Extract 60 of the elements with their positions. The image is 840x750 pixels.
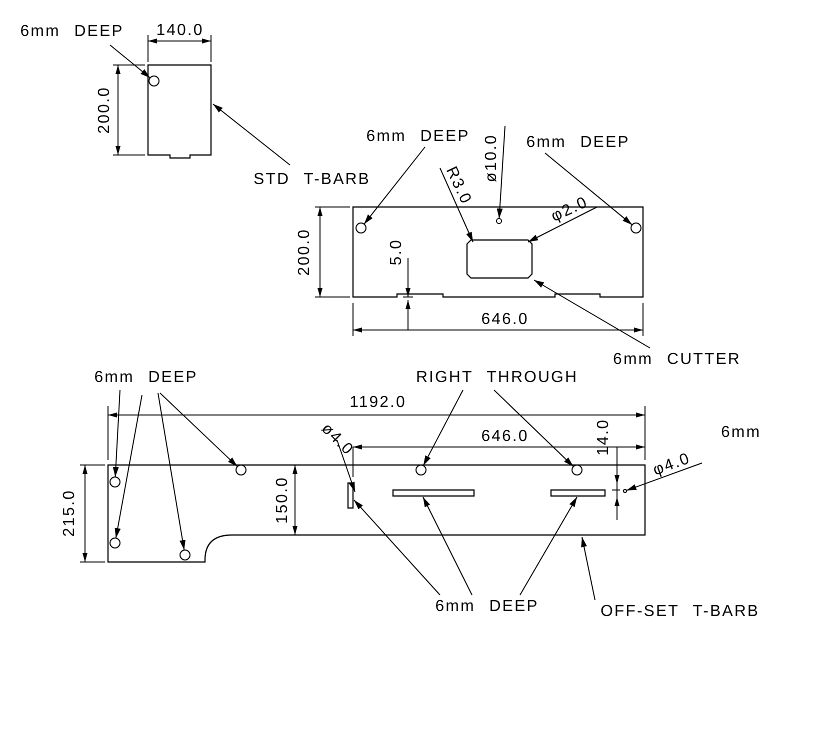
- callout-text: 6mm DEEP: [435, 599, 539, 615]
- dimension-label: 140.0: [156, 23, 204, 39]
- dimension-label: 646.0: [481, 312, 529, 328]
- leader-line: [496, 126, 506, 219]
- dimension-label: 200.0: [297, 228, 313, 276]
- callout-text: ø10.0: [484, 134, 500, 182]
- callout-text: R3.0: [442, 164, 474, 208]
- dimension-label: 5.0: [389, 238, 405, 266]
- leader-line: [110, 44, 151, 78]
- leader-line: [160, 392, 238, 468]
- leader-line: [626, 462, 702, 491]
- callout-text: RIGHT THROUGH: [416, 370, 578, 386]
- callout-text: 6mm CUTTER: [613, 352, 741, 368]
- leader-line: [112, 390, 120, 478]
- callout-text: 6mm DEEP: [526, 135, 630, 151]
- hole: [356, 222, 366, 234]
- pin-hole: [623, 489, 627, 493]
- part-outline: [147, 64, 212, 159]
- hole: [148, 76, 160, 86]
- dimension-label: 215.0: [62, 489, 78, 537]
- dimension-label: 6mm: [720, 425, 762, 441]
- leader-line: [494, 390, 574, 468]
- leader-line: [354, 500, 440, 596]
- hole: [180, 550, 190, 560]
- leader-line: [336, 440, 356, 492]
- leader-line: [534, 280, 650, 348]
- callout-text: φ4.0: [651, 450, 693, 480]
- slot: [550, 489, 606, 497]
- dimension-label: 150.0: [275, 476, 291, 524]
- leader-line: [528, 206, 598, 242]
- leader-line: [520, 496, 578, 596]
- pin-hole: [496, 218, 502, 224]
- dimension-label: 14.0: [596, 418, 612, 456]
- leader-line: [581, 536, 596, 600]
- hole: [110, 538, 120, 548]
- leader-line: [158, 392, 186, 551]
- leader-line: [212, 104, 290, 166]
- part-outline: [107, 464, 646, 563]
- callout-text: 6mm DEEP: [20, 24, 124, 40]
- callout-text: STD T-BARB: [254, 172, 370, 188]
- callout-text: 6mm DEEP: [366, 129, 470, 145]
- leader-line: [422, 496, 472, 596]
- dimension-label: 646.0: [481, 429, 529, 445]
- slot: [392, 489, 475, 497]
- callout-text: 6mm DEEP: [94, 370, 198, 386]
- hole: [110, 476, 120, 488]
- slot: [347, 482, 354, 509]
- leader-line: [422, 390, 464, 466]
- leader-line: [544, 152, 633, 226]
- leader-line: [114, 394, 142, 539]
- hole: [416, 464, 426, 476]
- hole: [630, 222, 642, 234]
- leader-line: [364, 146, 426, 225]
- dimension-label: 200.0: [97, 86, 113, 134]
- cutout: [466, 239, 533, 279]
- leader-line: [440, 168, 474, 242]
- hole: [572, 464, 582, 476]
- dimension-label: 1192.0: [350, 395, 406, 411]
- callout-text: OFF-SET T-BARB: [600, 604, 760, 620]
- hole: [236, 464, 246, 476]
